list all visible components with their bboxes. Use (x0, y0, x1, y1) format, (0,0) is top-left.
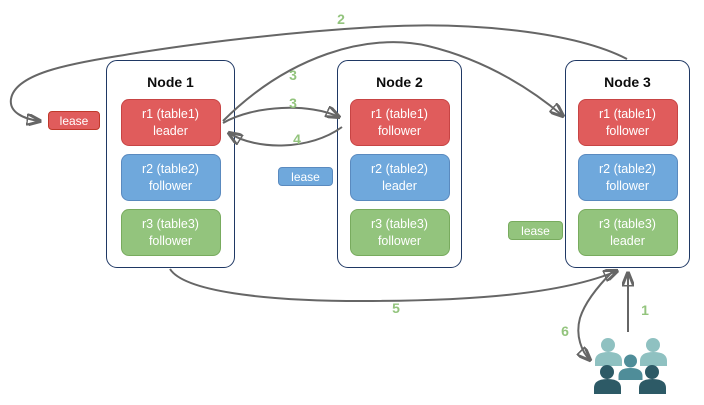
replica-name: r2 (table2) (371, 162, 428, 176)
lease-label: lease (59, 113, 89, 128)
lease-label: lease (291, 169, 320, 184)
node-3-replica-r2: r2 (table2) follower (577, 154, 678, 201)
step-label-3b: 3 (289, 95, 297, 111)
replica-role: follower (605, 178, 650, 193)
replica-name: r1 (table1) (599, 107, 656, 121)
step-label-3a: 3 (289, 67, 297, 83)
step-label-4: 4 (293, 131, 301, 147)
node-1-replica-r3: r3 (table3) follower (120, 209, 221, 256)
node-2-replica-r3: r3 (table3) follower (349, 209, 450, 256)
lease-badge-blue: lease (278, 167, 333, 186)
arrow-step-5 (169, 268, 617, 303)
users-group-icon (594, 338, 667, 394)
node-2-card: Node 2 r1 (table1) follower r2 (table2) … (337, 60, 462, 268)
node-2-replica-r2: r2 (table2) leader (349, 154, 450, 201)
lease-badge-red: lease (48, 111, 100, 130)
node-1-title: Node 1 (147, 74, 194, 90)
replica-name: r2 (table2) (599, 162, 656, 176)
replica-role: leader (153, 123, 188, 138)
replica-role: follower (377, 233, 422, 248)
step-label-2: 2 (337, 11, 345, 27)
node-2-replica-r1: r1 (table1) follower (349, 99, 450, 146)
node-3-replica-r1: r1 (table1) follower (577, 99, 678, 146)
node-3-replica-r3: r3 (table3) leader (577, 209, 678, 256)
arrow-step-2 (9, 24, 628, 121)
node-1-card: Node 1 r1 (table1) leader r2 (table2) fo… (106, 60, 235, 268)
arrow-step-4 (229, 126, 343, 147)
replica-name: r2 (table2) (142, 162, 199, 176)
lease-badge-green: lease (508, 221, 563, 240)
step-label-6: 6 (561, 323, 569, 339)
step-label-1: 1 (641, 302, 649, 318)
node-1-replica-r1: r1 (table1) leader (120, 99, 221, 146)
node-3-title: Node 3 (604, 74, 651, 90)
node-1-replica-r2: r2 (table2) follower (120, 154, 221, 201)
replica-role: follower (377, 123, 422, 138)
lease-label: lease (521, 223, 550, 238)
replica-name: r1 (table1) (371, 107, 428, 121)
node-3-card: Node 3 r1 (table1) follower r2 (table2) … (565, 60, 690, 268)
node-2-title: Node 2 (376, 74, 423, 90)
step-label-5: 5 (392, 300, 400, 316)
replica-role: leader (610, 233, 645, 248)
replica-role: follower (605, 123, 650, 138)
replica-role: follower (148, 233, 193, 248)
arrow-step-3b (222, 108, 339, 124)
replica-name: r3 (table3) (371, 217, 428, 231)
replica-name: r3 (table3) (599, 217, 656, 231)
replica-role: leader (382, 178, 417, 193)
replica-name: r1 (table1) (142, 107, 199, 121)
replica-name: r3 (table3) (142, 217, 199, 231)
replica-role: follower (148, 178, 193, 193)
